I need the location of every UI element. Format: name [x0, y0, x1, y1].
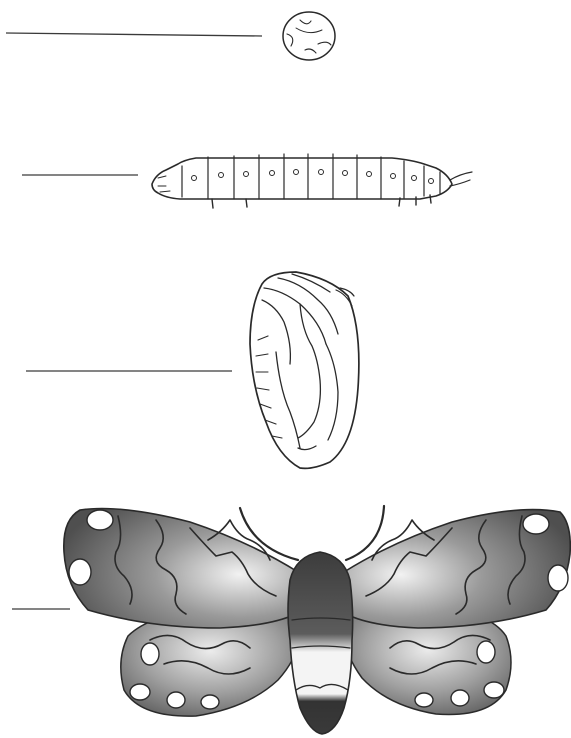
larva-legs: [212, 195, 431, 208]
moth-illustration: [64, 506, 570, 734]
egg-illustration: [283, 12, 335, 60]
egg-leader-line: [6, 33, 262, 36]
pupa-illustration: [250, 272, 359, 468]
adult-stage: [12, 506, 570, 734]
egg-stage: [6, 12, 335, 60]
larva-stage: [22, 154, 472, 208]
moth-body: [288, 552, 353, 734]
larva-spiracles: [192, 170, 434, 184]
larva-illustration: [152, 154, 472, 208]
pupa-stage: [26, 272, 359, 468]
larva-antennae: [450, 172, 472, 186]
